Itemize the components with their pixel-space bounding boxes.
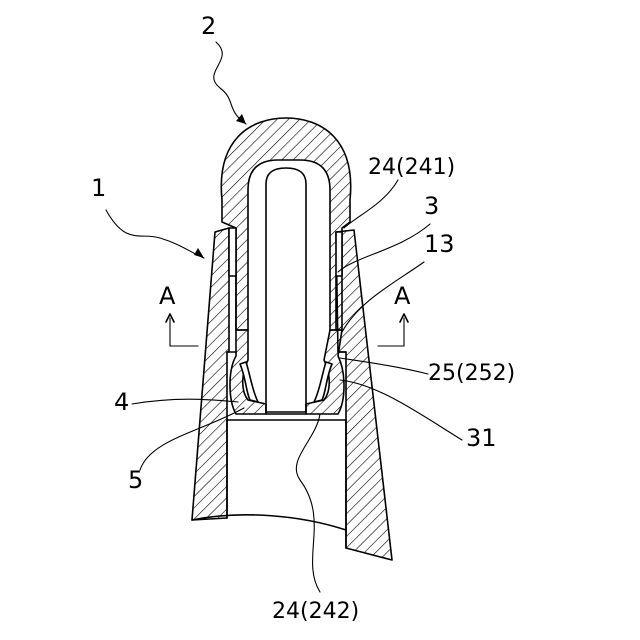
section-label-left: A [159,282,176,310]
cap-inner-slot [266,168,306,412]
label-31: 31 [466,424,497,452]
leader-24-242 [296,414,320,592]
leader-1 [106,210,204,258]
label-4: 4 [114,388,129,416]
body-bottom-edge [192,515,346,530]
body-right-wall [336,230,392,560]
section-marker-right [378,314,408,346]
label-5: 5 [128,466,143,494]
label-3: 3 [424,192,439,220]
body-left-wall [192,228,229,520]
leader-2 [214,42,246,124]
arrow-2 [236,114,246,124]
label-24-242: 24(242) [272,599,359,624]
section-marker-left [166,314,198,346]
label-2: 2 [201,12,216,40]
label-1: 1 [91,174,106,202]
label-25-252: 25(252) [428,361,515,386]
sleeve-left [229,228,236,276]
label-24-241: 24(241) [368,155,455,180]
leader-24-241 [344,180,398,228]
arrow-1 [194,248,204,258]
section-label-right: A [394,282,411,310]
leader-5 [140,408,244,470]
label-13: 13 [424,230,455,258]
